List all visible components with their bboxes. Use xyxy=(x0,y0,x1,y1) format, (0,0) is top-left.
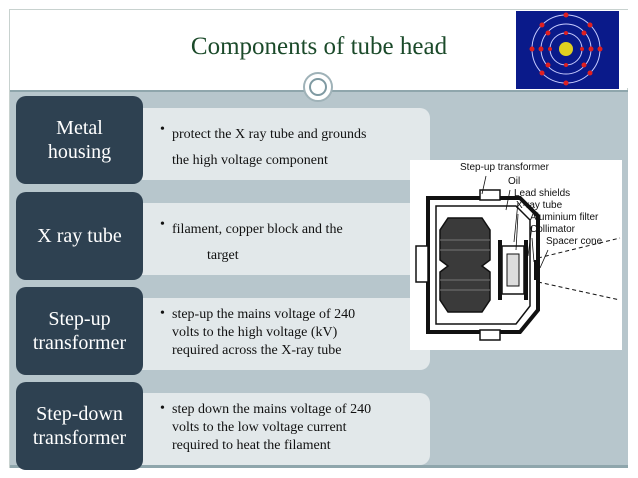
row-label-step-down-transformer: Step-down transformer xyxy=(16,382,143,470)
band-bottom-rule xyxy=(10,465,628,468)
callout-spacer-cone: Spacer cone xyxy=(546,236,603,247)
row-description-step-up: • step-up the mains voltage of 240 volts… xyxy=(142,298,430,370)
row-label-step-up-transformer: Step-up transformer xyxy=(16,287,143,375)
callout-x-ray-tube: X-ray tube xyxy=(516,200,563,211)
bullet-icon: • xyxy=(160,217,165,232)
row-description-x-ray-tube: • filament, copper block and the target xyxy=(142,203,430,275)
callout-step-up-transformer: Step-up transformer xyxy=(460,162,549,173)
callout-aluminium-filter: Aluminium filter xyxy=(530,212,599,223)
slide-title: Components of tube head xyxy=(190,33,448,60)
callout-oil: Oil xyxy=(508,176,521,187)
row-description-metal-housing: • protect the X ray tube and grounds the… xyxy=(142,108,430,180)
tube-head-diagram: Step-up transformer Oil Lead shields X-r… xyxy=(410,160,622,350)
callout-collimator: Collimator xyxy=(530,224,576,235)
row-description-step-down: • step down the mains voltage of 240 vol… xyxy=(142,393,430,465)
atom-icon xyxy=(516,11,619,89)
row-label-metal-housing: Metal housing xyxy=(16,96,143,184)
bullet-icon: • xyxy=(160,401,165,416)
bullet-icon: • xyxy=(160,306,165,321)
bullet-icon: • xyxy=(160,122,165,137)
callout-lead-shields: Lead shields xyxy=(514,188,571,199)
row-label-x-ray-tube: X ray tube xyxy=(16,192,143,280)
medallion-icon xyxy=(303,72,333,102)
tube-head-drawing xyxy=(415,175,621,341)
